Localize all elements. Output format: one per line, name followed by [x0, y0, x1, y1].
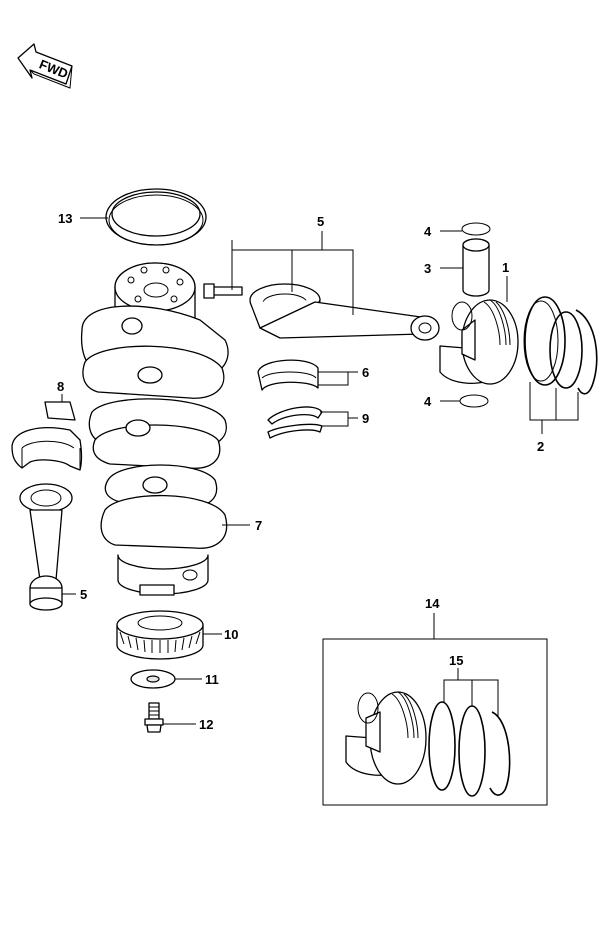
- crankshaft-gear[interactable]: [116, 610, 204, 660]
- callout-2: 2: [537, 439, 544, 454]
- callout-6: 6: [362, 365, 369, 380]
- callout-1: 1: [502, 260, 509, 275]
- callout-10: 10: [224, 627, 238, 642]
- piston-set[interactable]: [345, 691, 427, 785]
- callout-5-center: 5: [317, 214, 324, 229]
- fwd-arrow-icon: FWD: [17, 43, 73, 89]
- callout-14: 14: [425, 596, 440, 611]
- thrust-bearing[interactable]: [267, 406, 323, 439]
- callout-5-left: 5: [80, 587, 87, 602]
- washer[interactable]: [130, 669, 176, 689]
- piston[interactable]: [439, 299, 519, 385]
- main-bearing[interactable]: [11, 401, 83, 471]
- callout-4-bottom: 4: [424, 394, 432, 409]
- callout-8: 8: [57, 379, 64, 394]
- leader-lines: [61, 217, 579, 725]
- callout-4-top: 4: [424, 224, 432, 239]
- connecting-rod[interactable]: [19, 483, 73, 611]
- callout-9: 9: [362, 411, 369, 426]
- circlip-top[interactable]: [461, 222, 491, 236]
- callout-11: 11: [205, 672, 219, 687]
- oil-seal[interactable]: [105, 188, 207, 246]
- callout-3: 3: [424, 261, 431, 276]
- piston-pin[interactable]: [462, 238, 490, 297]
- bolt[interactable]: [144, 702, 164, 733]
- piston-rings[interactable]: [523, 296, 598, 395]
- callout-13: 13: [58, 211, 72, 226]
- ring-set[interactable]: [428, 701, 511, 797]
- callout-12: 12: [199, 717, 213, 732]
- circlip-bottom[interactable]: [459, 394, 489, 408]
- callout-7: 7: [255, 518, 262, 533]
- piston-set-box: [322, 638, 548, 806]
- callout-15: 15: [449, 653, 463, 668]
- crankshaft[interactable]: [80, 262, 229, 596]
- connecting-rod-main[interactable]: [203, 283, 440, 341]
- conrod-bearing[interactable]: [257, 359, 319, 391]
